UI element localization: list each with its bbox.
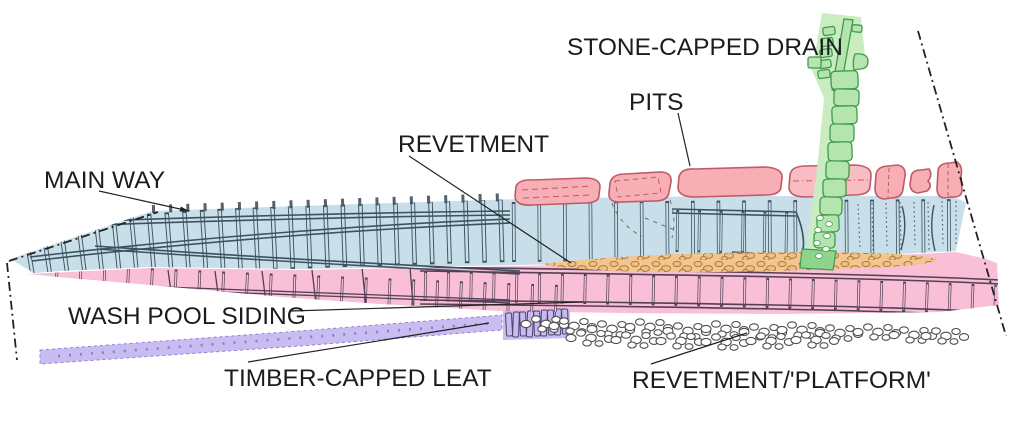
label-pits: PITS (629, 89, 683, 116)
boundary-line-left-diagonal (8, 211, 159, 262)
pit (677, 166, 783, 198)
label-wash-pool-siding: WASH POOL SIDING (68, 303, 306, 330)
pits-leader (677, 112, 691, 167)
boundary-line-left-vertical (6, 262, 18, 361)
label-main-way: MAIN WAY (44, 167, 165, 194)
pit (608, 171, 672, 203)
revetment-leader (408, 155, 572, 264)
pit-edge-dashed-drops (611, 199, 678, 239)
pit (874, 164, 906, 200)
pit-internal-marks (521, 164, 949, 199)
label-revetment: REVETMENT (398, 131, 549, 158)
wavy-timbers (900, 204, 936, 252)
reconstructed-timbers-dotted (857, 200, 957, 251)
revetment-band (540, 252, 937, 273)
pits-group (514, 161, 963, 206)
pit (909, 168, 932, 194)
main-way-leader (98, 190, 190, 212)
leat-planks (505, 308, 569, 338)
pit (514, 177, 601, 206)
revetment-platform-leader (650, 332, 748, 365)
wash-pool-siding-leader (290, 301, 584, 312)
drain-cobbles (813, 214, 833, 259)
timber-capped-leat-leader (247, 322, 490, 363)
boundary-line-right (917, 30, 1007, 337)
label-timber-capped-leat: TIMBER-CAPPED LEAT (224, 365, 492, 392)
label-stone-capped-drain: STONE-CAPPED DRAIN (567, 34, 843, 61)
label-revetment-platform: REVETMENT/'PLATFORM' (632, 367, 931, 394)
stone-capped-drain (799, 13, 869, 271)
pit (936, 161, 963, 199)
main-way-leader-arrow (179, 206, 189, 212)
platform-stones (520, 315, 970, 351)
drain-tip (799, 248, 837, 271)
